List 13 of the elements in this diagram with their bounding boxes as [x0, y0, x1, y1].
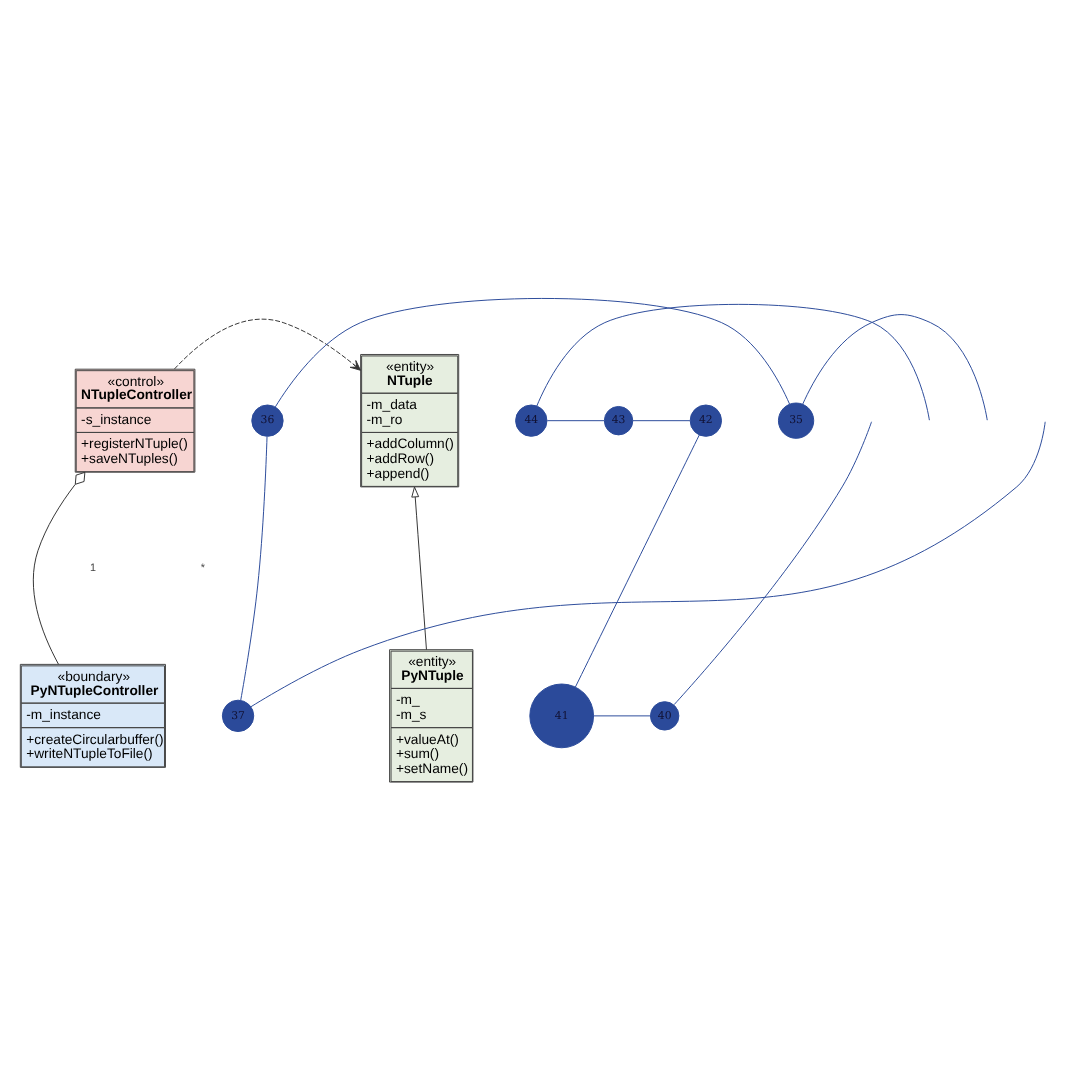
connector	[593, 714, 651, 716]
arrow	[174, 317, 361, 370]
connector	[32, 470, 86, 664]
arrow	[411, 485, 427, 650]
connector	[673, 420, 873, 705]
connector	[274, 296, 791, 407]
connector	[632, 419, 691, 421]
connector	[536, 302, 930, 420]
connector	[574, 433, 700, 687]
connector	[546, 419, 605, 421]
connector	[802, 313, 988, 420]
connector	[240, 435, 268, 700]
connector	[250, 420, 1046, 707]
